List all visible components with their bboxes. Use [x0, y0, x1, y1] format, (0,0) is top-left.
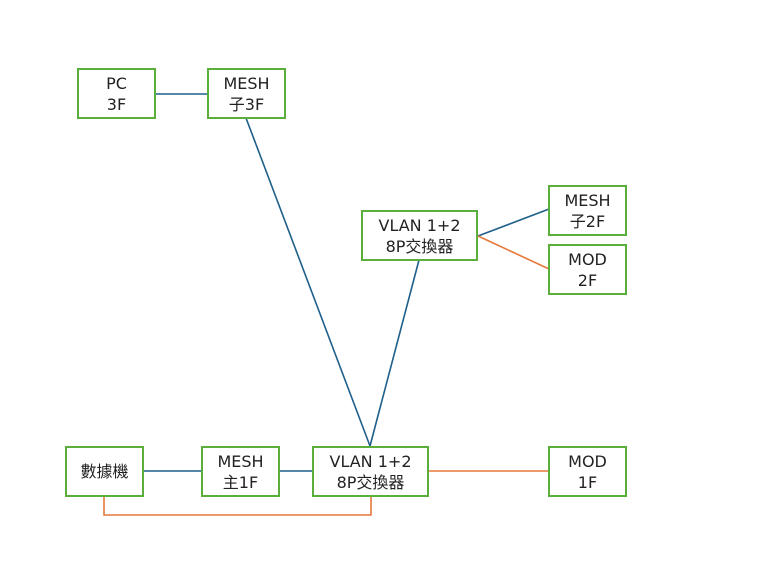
node-mesh-3f-line1: MESH [223, 73, 270, 93]
node-switch-1f-line1: VLAN 1+2 [329, 451, 412, 471]
node-switch-2f-line1: VLAN 1+2 [378, 215, 461, 235]
link-switch2f-switch1f [369, 259, 420, 447]
node-mesh-2f-line1: MESH [564, 190, 611, 210]
node-pc-3f-line1: PC [106, 73, 127, 93]
node-switch-1f-line2: 8P交換器 [336, 472, 405, 492]
link-modem-switch1f-bottom [103, 496, 372, 516]
node-pc-3f: PC 3F [77, 68, 156, 119]
node-switch-1f: VLAN 1+2 8P交換器 [312, 446, 429, 497]
node-mesh-1f-line1: MESH [217, 451, 264, 471]
node-switch-2f-line2: 8P交換器 [385, 236, 454, 256]
node-mesh-1f-line2: 主1F [222, 472, 259, 492]
node-pc-3f-line2: 3F [106, 94, 127, 114]
link-mesh3f-switch1f [245, 117, 371, 447]
node-switch-2f: VLAN 1+2 8P交換器 [361, 210, 478, 261]
node-mesh-1f: MESH 主1F [201, 446, 280, 497]
node-mesh-3f: MESH 子3F [207, 68, 286, 119]
node-mesh-3f-line2: 子3F [228, 94, 265, 114]
link-switch2f-mesh2f [477, 208, 550, 237]
node-mod-2f-line1: MOD [568, 249, 607, 269]
node-mod-2f: MOD 2F [548, 244, 627, 295]
node-mesh-2f: MESH 子2F [548, 185, 627, 236]
link-switch2f-mod2f [477, 235, 550, 270]
node-mod-1f: MOD 1F [548, 446, 627, 497]
node-modem-label: 數據機 [80, 462, 129, 481]
node-mod-1f-line1: MOD [568, 451, 607, 471]
node-mod-2f-line2: 2F [577, 270, 598, 290]
node-mesh-2f-line2: 子2F [569, 211, 606, 231]
node-modem: 數據機 [65, 446, 144, 497]
node-mod-1f-line2: 1F [577, 472, 598, 492]
